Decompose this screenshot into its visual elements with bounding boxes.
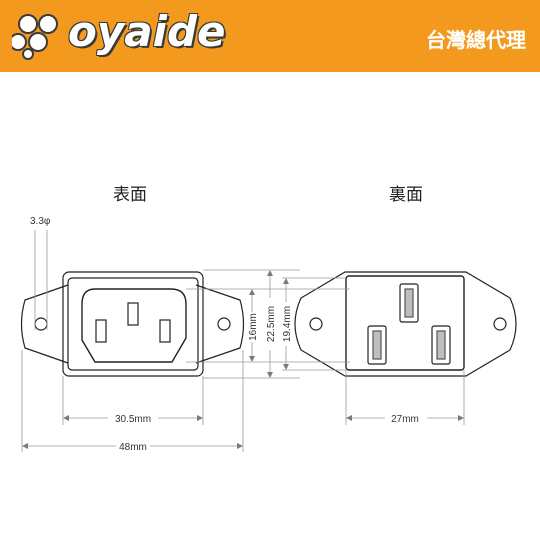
dimension-lines	[21, 230, 465, 452]
front-inner-frame	[67, 277, 199, 371]
brand-wordmark: oyaide	[68, 7, 226, 56]
front-socket-outline	[81, 288, 187, 363]
oyaide-logo-icon	[12, 14, 58, 60]
front-outer-frame	[62, 271, 204, 377]
back-width-label: 27mm	[391, 414, 419, 425]
front-left-flange	[20, 284, 69, 364]
back-top-terminal	[399, 283, 419, 323]
back-left-terminal	[367, 325, 387, 365]
inner-height-label: 16mm	[248, 313, 259, 341]
header-banner: oyaide 台灣總代理	[0, 0, 540, 72]
back-right-terminal	[431, 325, 451, 365]
front-left-hole	[34, 317, 48, 331]
agent-label: 台灣總代理	[426, 28, 526, 52]
back-right-hole	[493, 317, 507, 331]
outer-height-label: 22.5mm	[266, 306, 277, 342]
front-right-pin-slot	[159, 319, 171, 343]
dimension-arrows	[22, 270, 464, 449]
front-view	[20, 271, 245, 377]
back-view-title: 裏面	[389, 185, 423, 205]
overall-width-label: 48mm	[119, 442, 147, 453]
hole-diameter-label: 3.3φ	[30, 216, 51, 227]
back-body-outline	[345, 275, 465, 371]
back-height-label: 19.4mm	[282, 306, 293, 342]
front-right-hole	[217, 317, 231, 331]
bezel-width-label: 30.5mm	[115, 414, 151, 425]
front-earth-pin-slot	[127, 302, 139, 326]
back-plate-outline	[294, 271, 517, 377]
front-view-title: 表面	[113, 185, 147, 205]
back-left-hole	[309, 317, 323, 331]
front-right-flange	[195, 284, 245, 364]
back-view	[294, 271, 517, 377]
front-left-pin-slot	[95, 319, 107, 343]
